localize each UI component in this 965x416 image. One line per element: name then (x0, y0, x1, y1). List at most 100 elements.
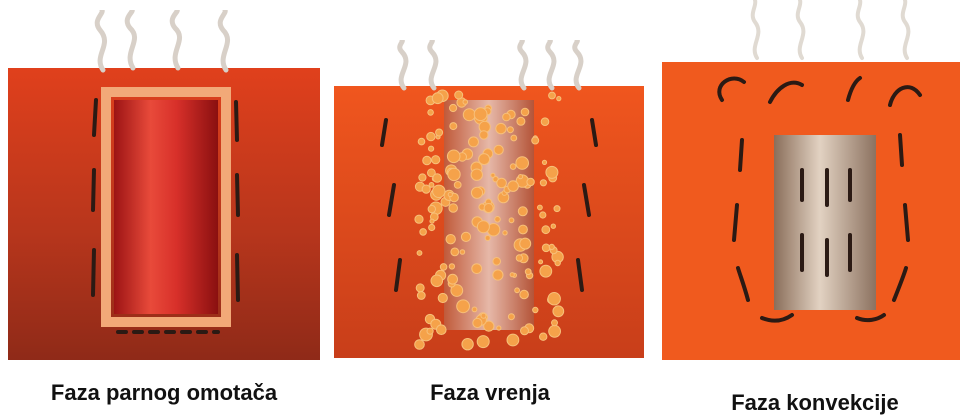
bubble (542, 160, 546, 164)
bubble (542, 244, 550, 252)
bubble (497, 326, 501, 330)
bubble (471, 169, 482, 180)
bubble (471, 187, 482, 198)
caption-vapor-blanket: Faza parnog omotača (14, 380, 314, 406)
bubble (450, 104, 457, 111)
bubble (549, 325, 561, 337)
bubble (494, 145, 503, 154)
bubble (518, 207, 527, 216)
bubble (423, 156, 431, 164)
bubble (429, 146, 434, 151)
bubble (493, 258, 501, 266)
bubble (515, 288, 520, 293)
bubble (555, 260, 560, 265)
bubble (538, 205, 543, 210)
steam-wisps (400, 40, 581, 88)
bubble (549, 92, 556, 99)
hot-part (114, 100, 218, 314)
steam-wisps (753, 0, 909, 58)
bubble (510, 273, 514, 277)
bubble (420, 229, 427, 236)
bubble (509, 218, 514, 223)
bubble (451, 248, 459, 256)
bubble (449, 264, 454, 269)
bubble (432, 93, 443, 104)
bubble (540, 212, 546, 218)
bubble (428, 205, 435, 212)
bubble (516, 157, 529, 170)
steam-wisps (97, 10, 227, 70)
bubble (433, 174, 442, 183)
convection-illustration (662, 0, 960, 360)
bubble (518, 175, 522, 179)
bubble (428, 110, 434, 116)
bubble (542, 226, 550, 234)
bubble (416, 284, 424, 292)
bubble (473, 318, 482, 327)
bubble (519, 225, 528, 234)
bubble (419, 174, 426, 181)
bubble (436, 129, 443, 136)
bubble (472, 307, 477, 312)
bubble (477, 221, 489, 233)
bubble (463, 109, 475, 121)
bubble (548, 293, 560, 305)
bubble (450, 123, 457, 130)
bubble (418, 138, 425, 145)
bubble (510, 164, 516, 170)
bubble (427, 132, 435, 140)
bubble (517, 117, 525, 125)
bubble (507, 127, 513, 133)
bubble (415, 340, 425, 350)
bubble (417, 251, 422, 256)
bubble (474, 108, 487, 121)
bubble (493, 270, 503, 280)
caption-boiling: Faza vrenja (390, 380, 590, 406)
bubble (477, 336, 489, 348)
bubble (497, 178, 507, 188)
bubble (553, 306, 564, 317)
bubble (448, 168, 460, 180)
bubble (551, 224, 555, 228)
bubble (463, 100, 468, 105)
bubble (521, 108, 529, 116)
bubble (415, 215, 423, 223)
bubble (448, 192, 452, 196)
cool-part (774, 135, 876, 310)
bubble (469, 137, 479, 147)
bubble (440, 264, 447, 271)
bubble (485, 236, 490, 241)
vapor-blanket-illustration (8, 10, 320, 360)
bubble (508, 314, 514, 320)
bubble (507, 334, 519, 346)
bubble (541, 118, 549, 126)
bubble (427, 328, 433, 334)
boiling-illustration (334, 40, 644, 358)
bubble (432, 156, 440, 164)
bubble (533, 307, 538, 312)
panel-boiling (334, 40, 644, 358)
bubble (495, 217, 501, 223)
panel-vapor-blanket (8, 10, 320, 360)
bubble (479, 154, 490, 165)
bubble (491, 173, 495, 177)
bubble (429, 183, 434, 188)
bubble (525, 269, 531, 275)
bubble (554, 206, 560, 212)
bubble (460, 250, 465, 255)
bubble (503, 231, 507, 235)
bubble (496, 123, 506, 133)
bubble (520, 238, 531, 249)
bubble (549, 244, 554, 249)
bubble (552, 320, 558, 326)
bubble (532, 137, 539, 144)
bubble (461, 232, 470, 241)
bubble (539, 260, 543, 264)
bubble (429, 224, 435, 230)
bubble (481, 313, 486, 318)
bubble (446, 235, 455, 244)
bubble (472, 264, 482, 274)
bubble (438, 293, 447, 302)
bubble (433, 185, 445, 197)
panel-convection (662, 0, 960, 360)
